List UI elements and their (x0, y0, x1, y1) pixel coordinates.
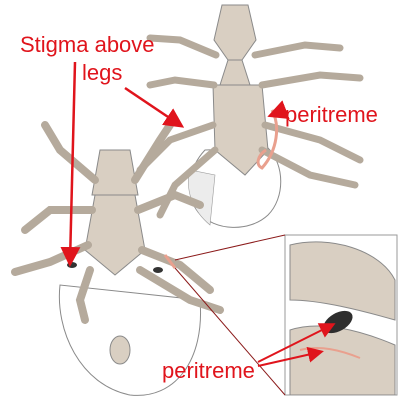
peritreme-label-bottom: peritreme (162, 358, 255, 383)
annotation-arrows (60, 61, 336, 367)
arrow-legs (124, 86, 185, 128)
dorsal-specimen (136, 4, 364, 228)
stigma-marker (67, 262, 77, 268)
arrow-stigma (60, 61, 81, 267)
peritreme-highlight-dorsal (256, 109, 279, 170)
ventral-specimen (11, 121, 224, 396)
magnified-inset (174, 234, 398, 396)
ventral-body (58, 284, 202, 396)
stigma-marker-right (153, 267, 163, 273)
arrow-peritreme-bottom-1 (257, 323, 336, 363)
dorsal-hatched-region (188, 169, 216, 226)
legs-label: legs (82, 60, 123, 85)
peritreme-label-top: peritreme (285, 102, 378, 127)
arrow-peritreme-bottom-2 (257, 346, 324, 367)
arrow-peritreme-top (267, 100, 290, 119)
stigma-label: Stigma above (20, 32, 155, 57)
anal-plate (109, 335, 131, 365)
peritreme-highlight-ventral (163, 254, 177, 269)
